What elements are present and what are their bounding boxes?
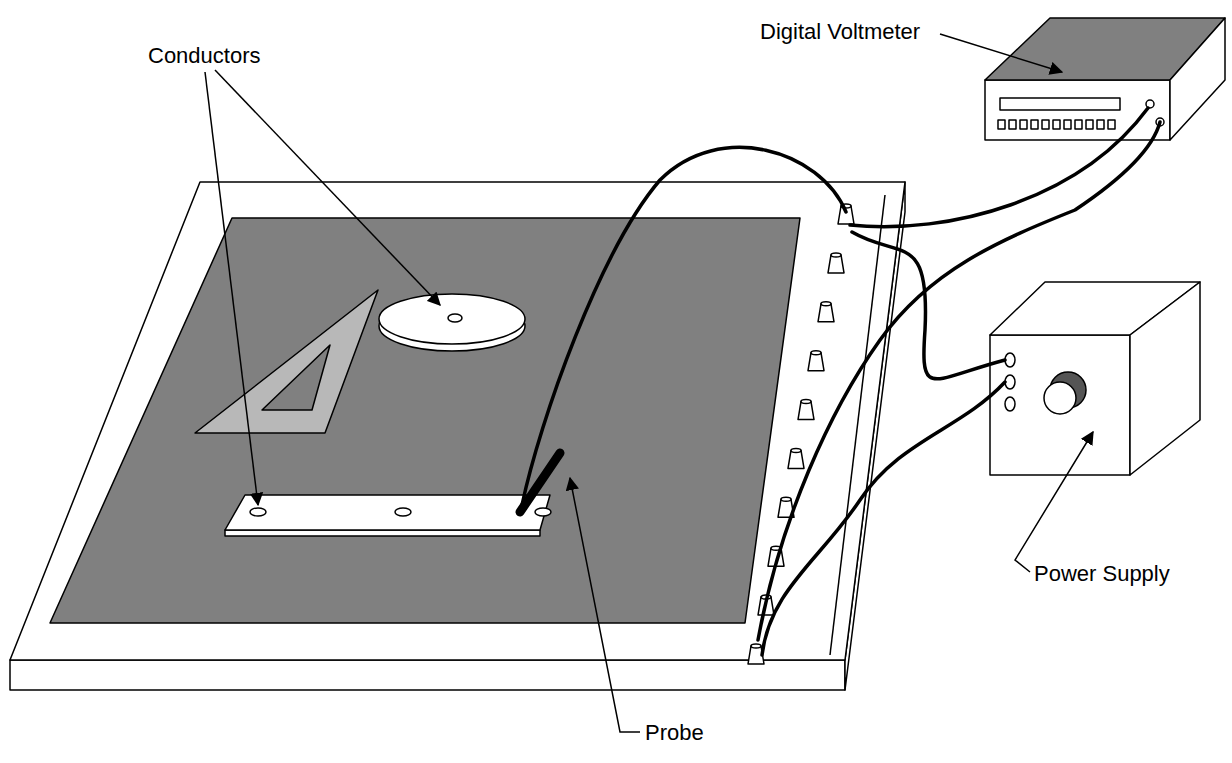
supply-front [990,335,1130,475]
supply-side [1130,282,1200,475]
voltmeter-side [1170,18,1225,140]
probe [520,453,560,512]
board-front [10,660,845,690]
bar-terminal [535,508,551,516]
callout-label: Probe [645,721,704,745]
voltmeter-key [1042,120,1049,129]
bar-terminal [395,508,411,516]
voltmeter-key [1075,120,1082,129]
binding-post-top [791,448,801,452]
probe-wire [522,147,846,505]
callout-label: Conductors [148,44,261,68]
binding-post-top [751,644,761,648]
conductive-paper [50,218,800,623]
binding-post-top [821,302,831,306]
binding-post-top [781,497,791,501]
disc-terminal [448,314,462,322]
voltmeter-front [985,80,1170,140]
triangle-ruler [195,290,378,433]
disc-conductor [379,294,525,344]
supply-return-wire [762,382,1005,655]
supply-wire [852,232,1005,379]
binding-post-top [801,400,811,404]
voltmeter-key [1108,120,1115,129]
binding-post-top [811,351,821,355]
voltmeter-display [1000,98,1120,110]
supply-jack [1005,397,1015,411]
binding-posts [748,204,854,664]
leader-line [205,72,258,505]
voltmeter-key [1097,120,1104,129]
leader-line [940,34,1062,72]
voltmeter-keys [998,120,1115,129]
voltmeter-wire [850,108,1148,227]
voltmeter-key [1053,120,1060,129]
leader-lines [205,34,1093,732]
bar-terminal [250,508,266,516]
callout-label: Digital Voltmeter [760,20,920,44]
leader-line [215,70,440,305]
bar-edge [225,530,540,536]
callout-label: Power Supply [1034,562,1170,586]
supply-knob [1044,382,1076,414]
voltmeter-key [1020,120,1027,129]
voltmeter-key [1031,120,1038,129]
leader-line [570,478,640,732]
leader-line [1015,432,1093,572]
voltmeter-key [1086,120,1093,129]
bar-conductor [225,495,550,530]
voltmeter-key [1064,120,1071,129]
voltmeter-key [998,120,1005,129]
voltmeter-key [1009,120,1016,129]
binding-post-top [831,253,841,257]
